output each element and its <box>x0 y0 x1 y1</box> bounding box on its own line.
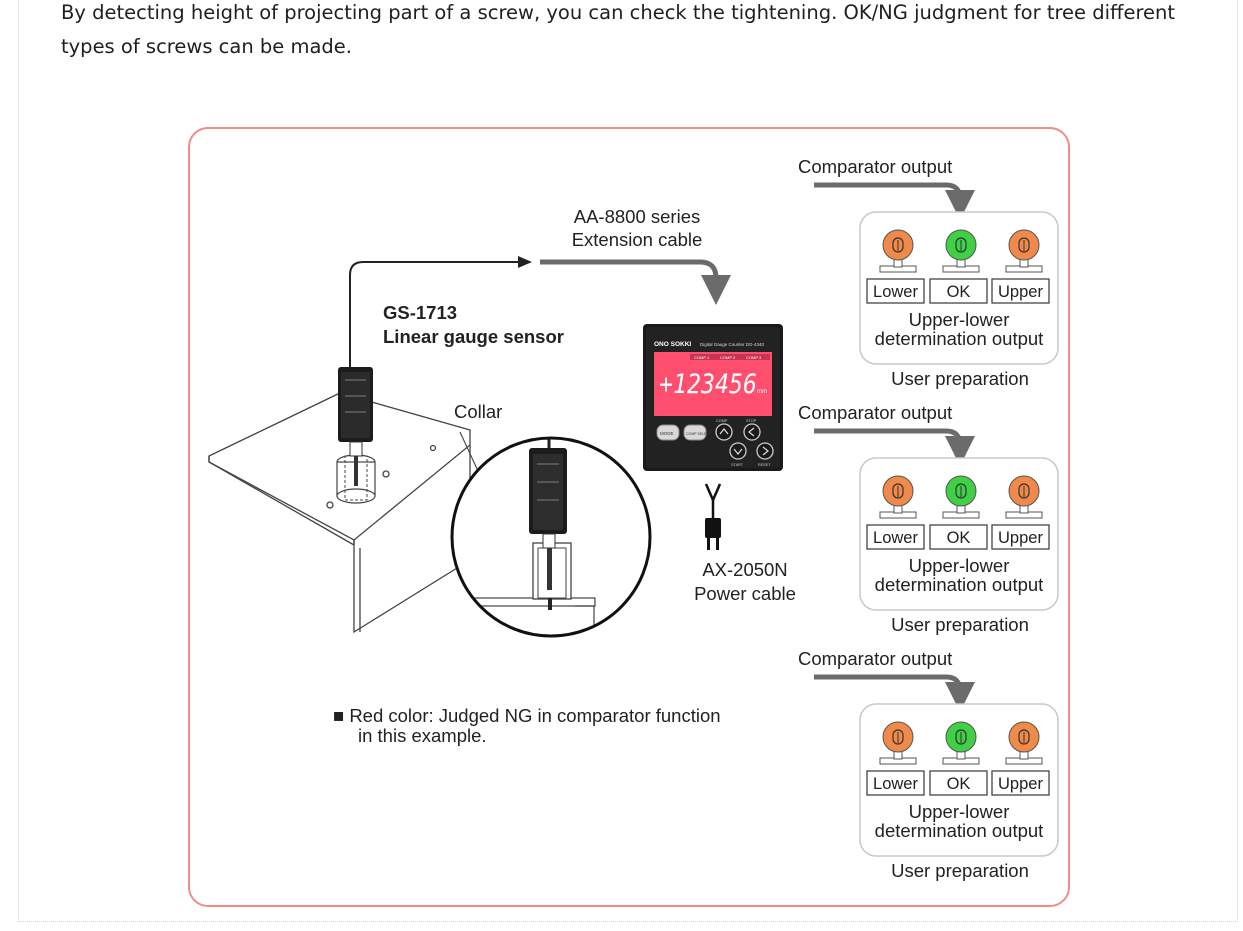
extension-cable-arrow <box>540 259 731 305</box>
sensor-label-line1: GS-1713 <box>383 302 457 323</box>
lamp-label: OK <box>947 529 971 547</box>
counter-button-stop: STOP <box>746 419 757 423</box>
counter-model: Digital Gauge Counter DG-4340 <box>700 342 765 347</box>
lamp-ok: OK <box>929 475 988 550</box>
determination-line2: determination output <box>875 820 1044 841</box>
lamp-label: Upper <box>998 775 1043 793</box>
intro-paragraph: By detecting height of projecting part o… <box>61 1 1176 58</box>
counter-display-value: +123456 <box>659 369 757 400</box>
lamp-label-box <box>929 770 988 796</box>
counter-tab-1: COMP 1 <box>694 355 710 360</box>
lamp-label: OK <box>947 283 971 301</box>
digital-gauge-counter: ONO SOKKI Digital Gauge Counter DG-4340 … <box>643 324 783 471</box>
lamp-label: Lower <box>873 775 918 793</box>
collar-label: Collar <box>454 401 502 422</box>
lamp-label: OK <box>947 775 971 793</box>
lamp-label-box <box>991 770 1050 796</box>
cable-label-line2: Extension cable <box>572 229 703 250</box>
lamp-label: Upper <box>998 529 1043 547</box>
lamp-label-box <box>991 524 1050 550</box>
lamp-label-box <box>929 278 988 304</box>
lamp-label: Lower <box>873 529 918 547</box>
counter-button-mode: MODE <box>660 431 674 436</box>
lamp-label: Upper <box>998 283 1043 301</box>
determination-line1: Upper-lower <box>909 555 1010 576</box>
determination-line2: determination output <box>875 574 1044 595</box>
counter-button-comp-select: COMP SELECT <box>686 432 712 436</box>
lamp-lower: Lower <box>866 229 925 304</box>
counter-button-start: START <box>731 463 744 467</box>
user-preparation-label: User preparation <box>891 860 1029 881</box>
comparator-output-label: Comparator output <box>798 402 952 423</box>
sensor-label-line2: Linear gauge sensor <box>383 326 564 347</box>
collar-magnifier <box>450 431 652 638</box>
comparator-arrow <box>814 428 975 466</box>
counter-button-reset: RESET <box>758 463 771 467</box>
determination-line1: Upper-lower <box>909 309 1010 330</box>
lamp-upper: Upper <box>991 229 1050 304</box>
sensor-on-table <box>336 367 376 504</box>
lamp-lower: Lower <box>866 721 925 796</box>
determination-line2: determination output <box>875 328 1044 349</box>
comparator-output-label: Comparator output <box>798 156 952 177</box>
comparator-arrow <box>814 674 975 712</box>
power-plug-icon <box>704 483 722 550</box>
lamp-lower: Lower <box>866 475 925 550</box>
lamp-label-box <box>866 278 925 304</box>
counter-brand: ONO SOKKI <box>654 341 691 348</box>
note-line1: ■ Red color: Judged NG in comparator fun… <box>333 705 721 726</box>
lamp-upper: Upper <box>991 721 1050 796</box>
lamp-ok: OK <box>929 229 988 304</box>
counter-tab-2: COMP 2 <box>720 355 736 360</box>
lamp-label: Lower <box>873 283 918 301</box>
cable-label-line1: AA-8800 series <box>574 206 700 227</box>
determination-line1: Upper-lower <box>909 801 1010 822</box>
lamp-label-box <box>866 770 925 796</box>
counter-button-comp: COMP <box>716 419 728 423</box>
comparator-arrow <box>814 182 975 220</box>
power-label-line2: Power cable <box>694 583 796 604</box>
counter-display-unit: mm <box>757 389 767 395</box>
content-frame <box>18 0 1238 922</box>
note-line2: in this example. <box>358 725 487 746</box>
power-label-line1: AX-2050N <box>702 559 787 580</box>
lamp-upper: Upper <box>991 475 1050 550</box>
lamp-label-box <box>991 278 1050 304</box>
counter-tab-3: COMP 3 <box>746 355 762 360</box>
sensor-cable <box>349 256 532 367</box>
user-preparation-label: User preparation <box>891 614 1029 635</box>
diagram-frame <box>188 127 1070 907</box>
lamp-label-box <box>929 524 988 550</box>
user-preparation-label: User preparation <box>891 368 1029 389</box>
lamp-ok: OK <box>929 721 988 796</box>
comparator-output-label: Comparator output <box>798 648 952 669</box>
lamp-label-box <box>866 524 925 550</box>
